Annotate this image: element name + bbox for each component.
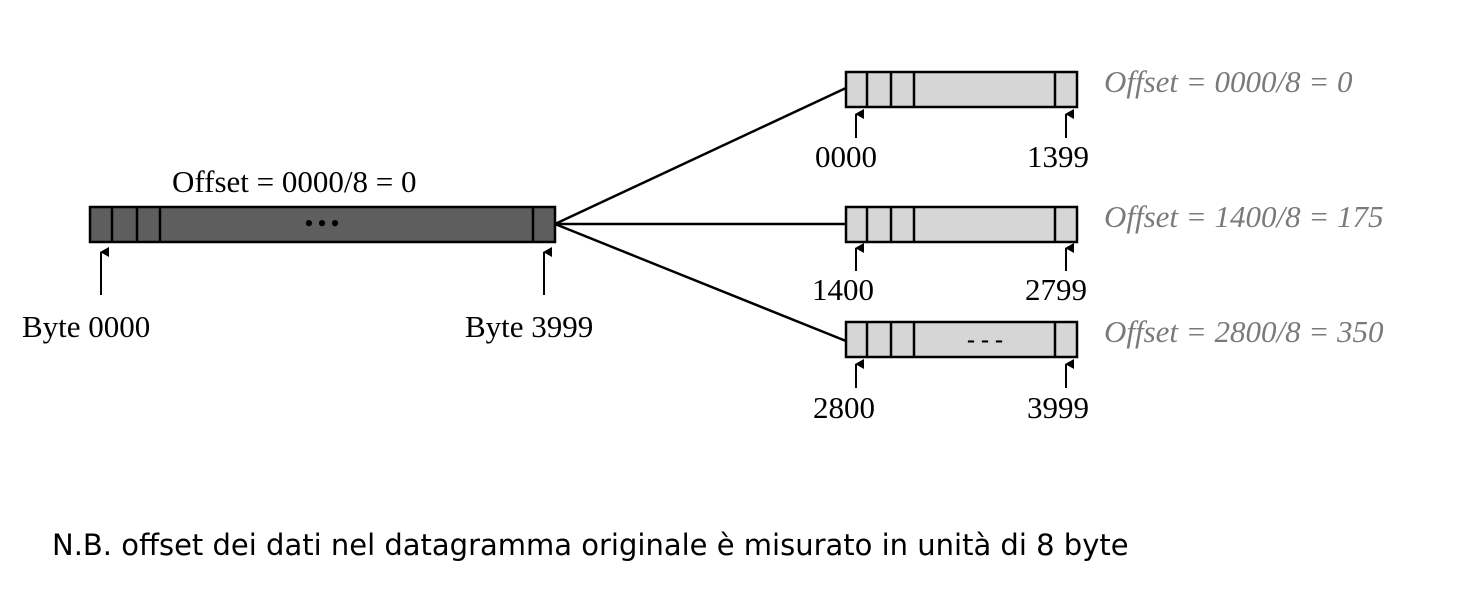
fragment-bar [844,320,1079,359]
fragment-3: - - - 2800 3999 Offset = 2800/8 = 350 [813,314,1384,425]
original-ellipsis: ••• [304,209,343,238]
fragment-offset-label: Offset = 0000/8 = 0 [1104,64,1353,99]
connector-line-3 [554,222,847,343]
original-datagram-bar [88,205,557,244]
connector-line-1 [554,86,847,226]
fragment-end-label: 3999 [1027,390,1089,425]
footnote: N.B. offset dei dati nel datagramma orig… [52,528,1129,562]
fragment-start-label: 2800 [813,390,875,425]
fragment-ellipsis: - - - [967,327,1003,353]
connector-lines [554,86,847,343]
original-start-label: Byte 0000 [22,309,150,344]
fragment-offset-label: Offset = 1400/8 = 175 [1104,199,1384,234]
fragment-start-label: 1400 [812,272,874,307]
fragment-1: 0000 1399 Offset = 0000/8 = 0 [815,64,1353,174]
fragment-start-label: 0000 [815,139,877,174]
original-end-label: Byte 3999 [465,309,593,344]
fragment-bar [844,205,1079,244]
fragment-end-label: 1399 [1027,139,1089,174]
fragment-bar [844,70,1079,109]
fragment-offset-label: Offset = 2800/8 = 350 [1104,314,1384,349]
fragment-2: 1400 2799 Offset = 1400/8 = 175 [812,199,1384,307]
original-offset-label: Offset = 0000/8 = 0 [172,164,417,199]
original-datagram: Offset = 0000/8 = 0 ••• Byte 0000 Byte 3… [22,164,593,344]
fragment-end-label: 2799 [1025,272,1087,307]
